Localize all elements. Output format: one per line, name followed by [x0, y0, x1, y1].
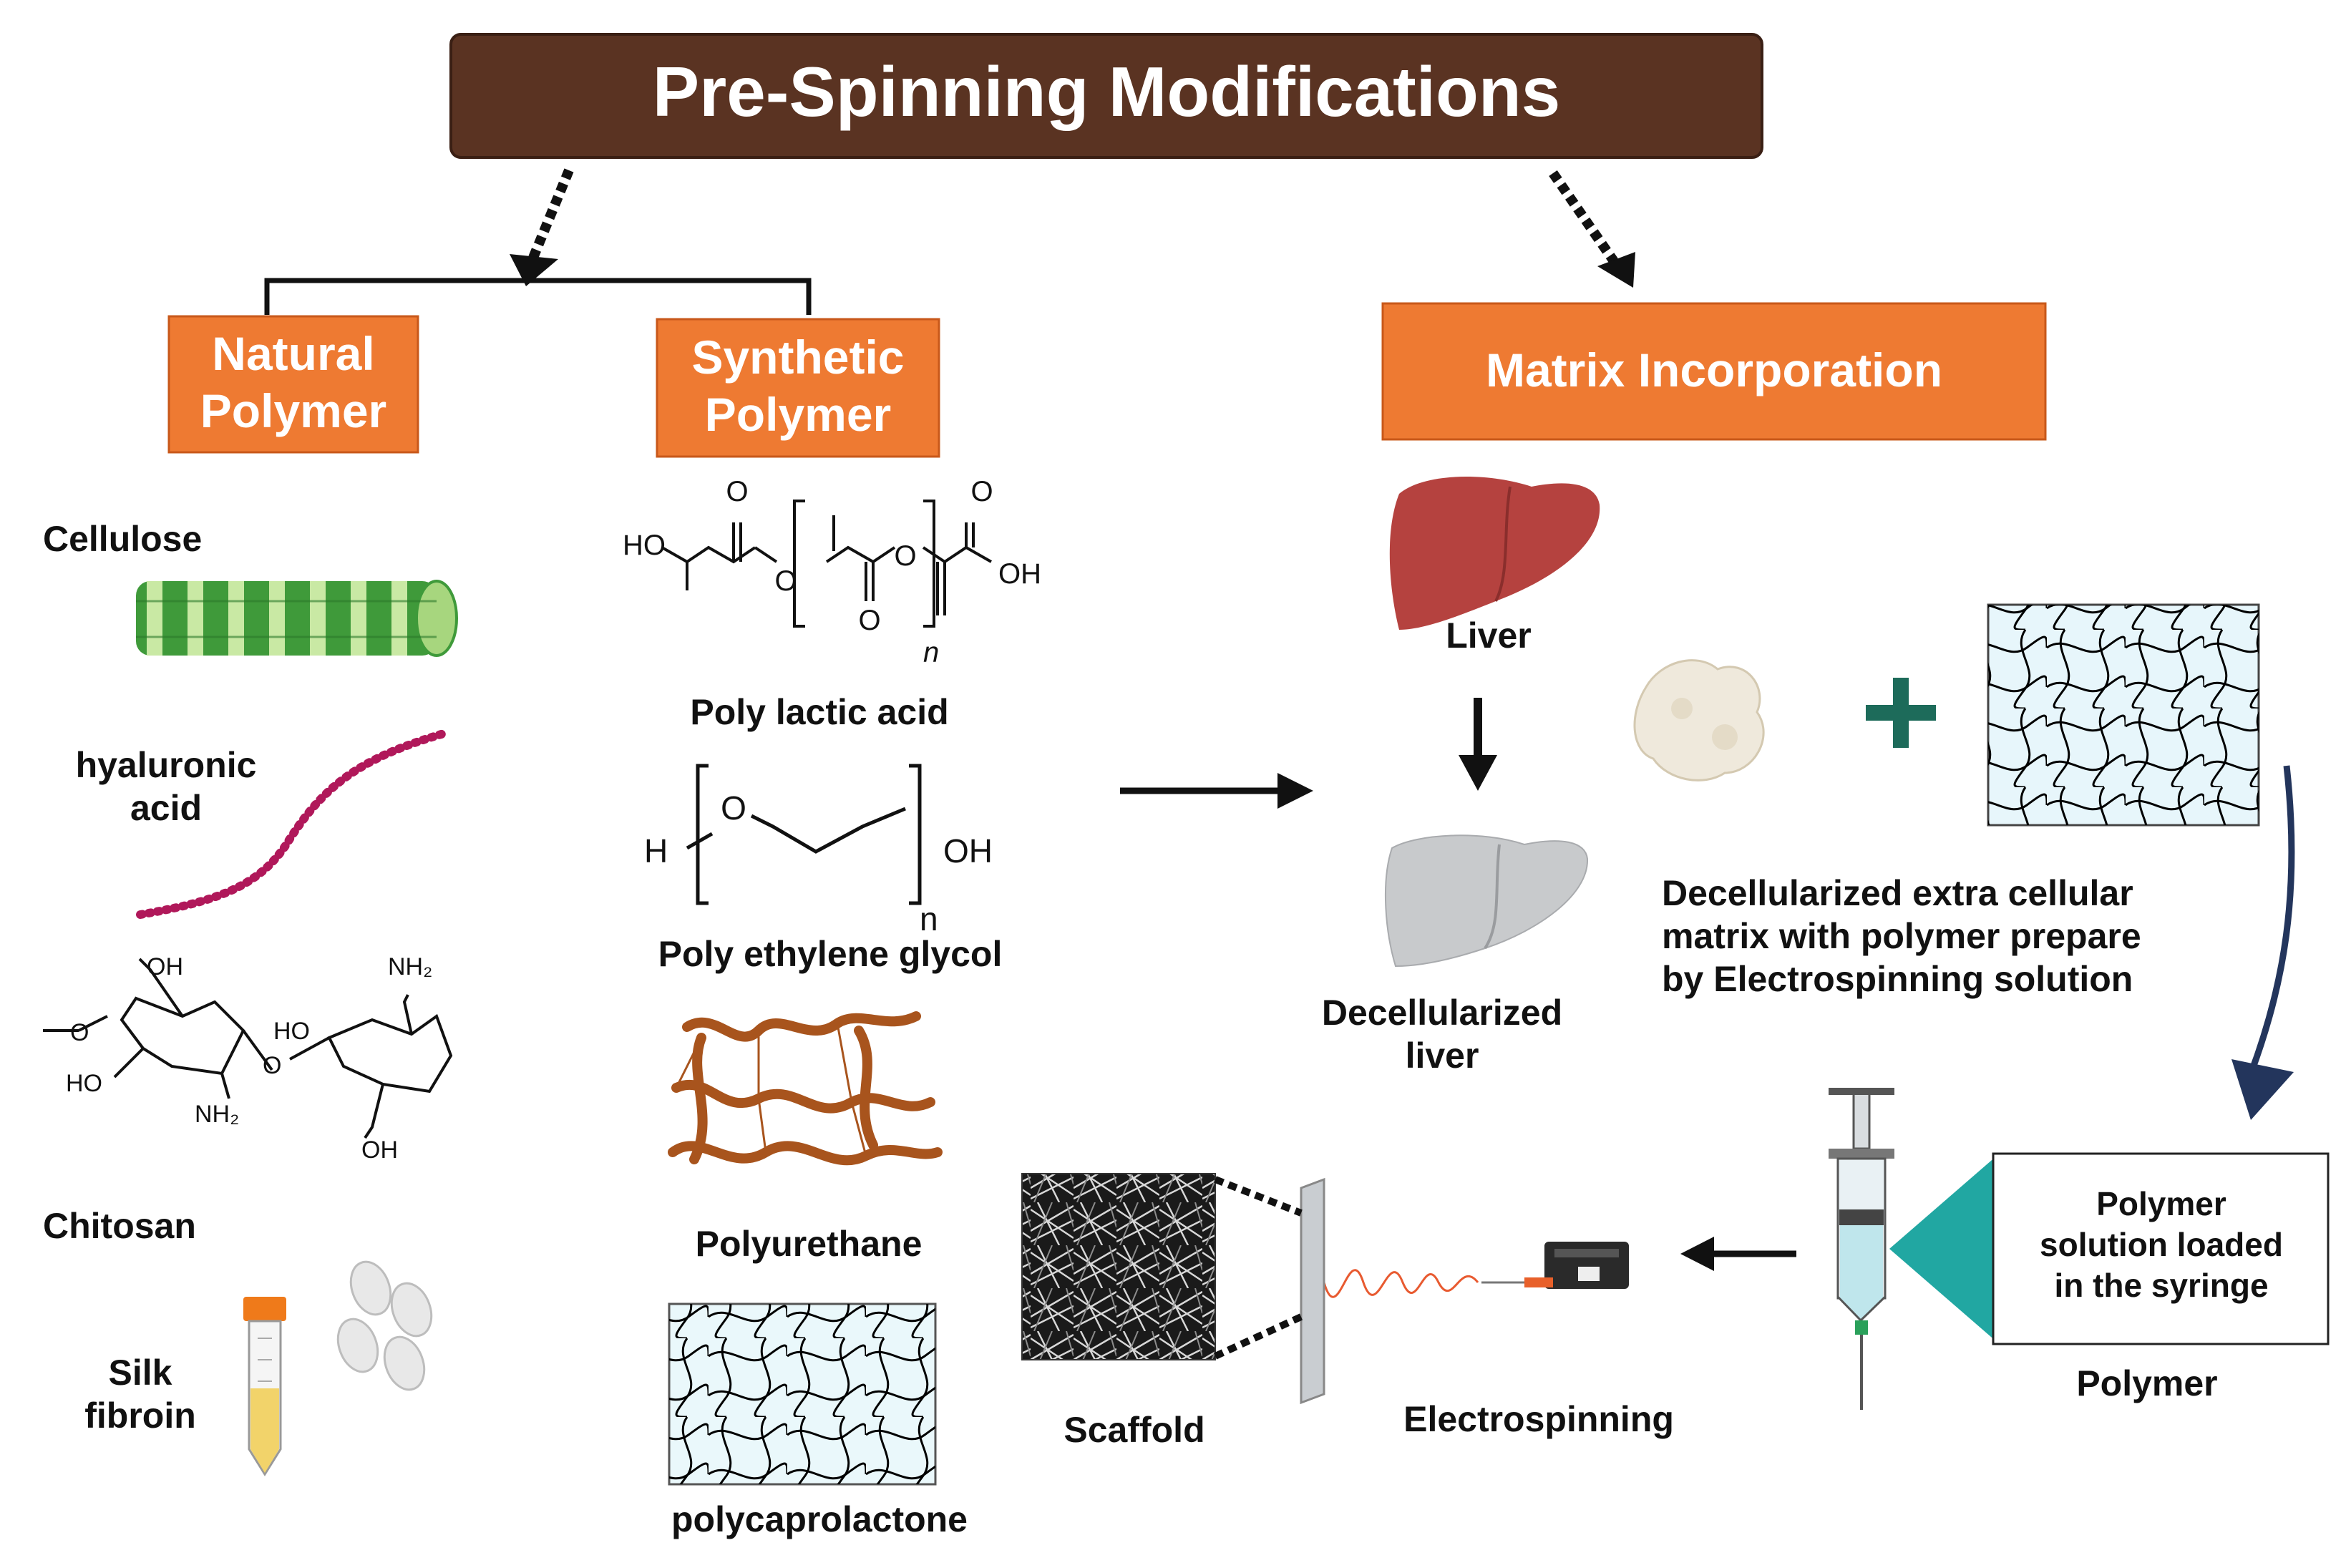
arrow-to-spinner-head — [1680, 1237, 1714, 1271]
arrow-to-matrix-head — [1277, 773, 1313, 809]
chitosan-nh2-top: NH₂ — [388, 953, 432, 980]
peg-label: Poly ethylene glycol — [658, 934, 1003, 974]
hyaluronic-chain-icon — [136, 729, 448, 919]
polymer-label: Polymer — [2076, 1363, 2217, 1403]
decellularized-liver-label-1: Decellularized — [1322, 993, 1562, 1033]
polyurethane-label: Polyurethane — [696, 1224, 923, 1264]
pla-o-top-right: O — [970, 476, 993, 507]
polyurethane-crosslinks — [675, 1023, 867, 1156]
hyaluronic-label-2: acid — [130, 788, 202, 828]
matrix-incorporation-box: Matrix Incorporation — [1381, 302, 2047, 441]
matrix-incorporation-label: Matrix Incorporation — [1486, 344, 1942, 396]
chitosan-o-link: O — [263, 1052, 281, 1079]
syringe-funnel — [1889, 1156, 1997, 1342]
scaffold-zoom-top — [1214, 1176, 1303, 1217]
silk-label-1: Silk — [109, 1353, 172, 1393]
electrospinning-label: Electrospinning — [1403, 1399, 1674, 1439]
decellularized-liver-icon — [1384, 834, 1589, 968]
synthetic-polymer-label-1: Synthetic — [691, 331, 904, 384]
natural-polymer-label-2: Polymer — [200, 384, 386, 437]
title-box: Pre-Spinning Modifications — [449, 33, 1763, 159]
branch-bracket — [264, 278, 812, 315]
decm-label-2: matrix with polymer prepare — [1662, 916, 2141, 956]
cocoon-icon — [336, 1260, 433, 1391]
liver-label: Liver — [1446, 615, 1532, 656]
scaffold-label: Scaffold — [1064, 1410, 1204, 1450]
pla-ho: HO — [623, 530, 666, 561]
chitosan-structure — [43, 958, 453, 1139]
decm-label-1: Decellularized extra cellular — [1662, 873, 2133, 913]
chitosan-ho-left: HO — [66, 1070, 102, 1097]
pla-o-top-left: O — [726, 476, 748, 507]
cellulose-fiber-icon — [136, 580, 458, 657]
liver-lobe-line — [1494, 486, 1512, 602]
dotted-arrow-right-head — [1597, 252, 1635, 288]
collector-plate — [1300, 1177, 1325, 1405]
chitosan-ho-mid: HO — [273, 1018, 310, 1045]
natural-polymer-label-1: Natural — [212, 327, 374, 380]
pcl-mesh-icon — [668, 1302, 937, 1486]
peg-n: n — [920, 900, 938, 938]
electrospinner-icon — [1481, 1242, 1629, 1289]
cellulose-label: Cellulose — [43, 519, 202, 559]
hyaluronic-label-1: hyaluronic — [76, 745, 257, 785]
arrow-liver-down-head — [1459, 755, 1497, 791]
scaffold-fiber-icon — [1021, 1173, 1216, 1360]
syringe-icon — [1829, 1088, 1894, 1410]
decellularized-liver-label-2: liver — [1406, 1036, 1479, 1076]
scaffold-zoom-bottom — [1213, 1313, 1303, 1360]
silk-label-2: fibroin — [84, 1396, 196, 1436]
chitosan-nh2-bottom: NH₂ — [195, 1101, 239, 1128]
liver-icon — [1389, 477, 1600, 630]
pla-n: n — [923, 637, 939, 668]
syringe-note-3: in the syringe — [2054, 1267, 2268, 1304]
pla-structure — [661, 500, 992, 628]
peg-structure — [686, 764, 922, 905]
chitosan-label: Chitosan — [43, 1206, 196, 1246]
plus-icon — [1866, 678, 1936, 748]
chitosan-o-left: O — [70, 1019, 89, 1046]
mesh-icon — [1987, 603, 2260, 827]
dotted-arrow-left — [528, 168, 574, 260]
syringe-note-2: solution loaded — [2040, 1226, 2283, 1263]
peg-h: H — [644, 832, 668, 870]
peg-o: O — [721, 789, 746, 827]
peg-oh: OH — [943, 832, 993, 870]
electrospray-plume — [1306, 1268, 1479, 1300]
syringe-note-box: Polymer solution loaded in the syringe — [1992, 1152, 2330, 1345]
chitosan-oh-bottom: OH — [361, 1136, 398, 1164]
pcl-label: polycaprolactone — [671, 1499, 968, 1539]
decellularized-liver-lobe — [1484, 844, 1501, 950]
decm-label-3: by Electrospinning solution — [1662, 959, 2133, 999]
pla-label: Poly lactic acid — [690, 692, 948, 732]
pla-oh: OH — [998, 558, 1041, 590]
dotted-arrow-right — [1549, 170, 1618, 264]
polyurethane-network-icon — [668, 1011, 943, 1166]
ecm-powder-icon — [1633, 659, 1765, 781]
curved-arrow-head — [2231, 1059, 2294, 1120]
page-title: Pre-Spinning Modifications — [653, 52, 1561, 131]
natural-polymer-box: Natural Polymer — [167, 315, 419, 454]
curved-arrow — [2247, 765, 2295, 1075]
pla-o-bottom: O — [858, 605, 880, 636]
pla-o-mid: O — [894, 540, 916, 572]
synthetic-polymer-label-2: Polymer — [705, 388, 891, 441]
synthetic-polymer-box: Synthetic Polymer — [656, 318, 940, 458]
dotted-arrow-left-head — [510, 254, 558, 286]
pla-o-ester: O — [774, 565, 797, 597]
syringe-note-1: Polymer — [2096, 1185, 2226, 1222]
silk-tube-icon — [243, 1297, 286, 1476]
chitosan-oh-top: OH — [147, 953, 183, 980]
